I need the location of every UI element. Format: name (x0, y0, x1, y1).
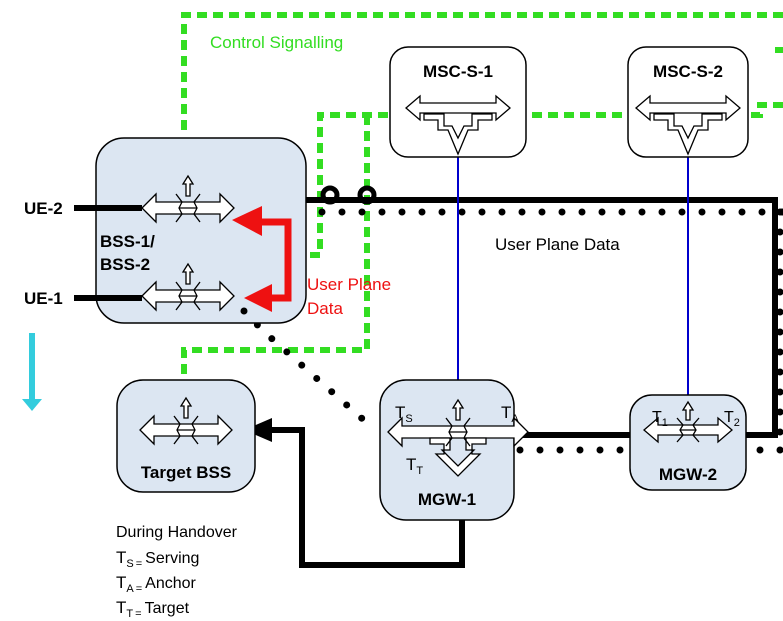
legend-item-anchor: TA=Anchor (116, 573, 197, 595)
user-plane-red-label-line2: Data (307, 299, 343, 318)
target-bss-node: Target BSS (116, 379, 256, 493)
control-signalling-label: Control Signalling (210, 33, 343, 52)
msc2-label: MSC-S-2 (653, 62, 723, 81)
mgw2-label: MGW-2 (659, 465, 717, 484)
bss-dot (240, 307, 248, 315)
user-plane-red-label-line1: User Plane (307, 275, 391, 294)
legend-heading: During Handover (116, 524, 238, 541)
legend-item-target: TT=Target (116, 598, 190, 620)
user-plane-data-label: User Plane Data (495, 235, 620, 254)
crossing-marker-2 (357, 185, 377, 205)
user-plane-solid-paths (240, 197, 778, 568)
t1-label: T1 (652, 409, 668, 429)
target-bss-arrowhead (244, 418, 272, 442)
bss12-label-line2: BSS-2 (100, 255, 150, 274)
mgw1-node: MGW-1 TS TA TT (379, 379, 529, 521)
legend-item-serving: TS=Serving (116, 548, 199, 570)
ts-label: TS (395, 403, 413, 425)
bss12-label-line1: BSS-1/ (100, 232, 155, 251)
bss12-node: BSS-1/ BSS-2 (95, 137, 307, 324)
msc1-label: MSC-S-1 (423, 62, 493, 81)
red-user-plane-arrow (232, 206, 292, 312)
msc1-node: MSC-S-1 (389, 46, 527, 158)
ue1-label: UE-1 (24, 289, 63, 308)
t2-label: T2 (724, 409, 740, 429)
ta-label: TA (501, 403, 519, 425)
msc2-node: MSC-S-2 (627, 46, 749, 158)
tt-label: TT (406, 455, 423, 477)
mgw2-node: MGW-2 T1 T2 (629, 394, 747, 491)
mgw1-label: MGW-1 (418, 490, 476, 509)
crossing-marker-1 (320, 185, 340, 205)
target-bss-label: Target BSS (141, 463, 231, 482)
time-down-arrow-icon (22, 333, 42, 411)
ue2-label: UE-2 (24, 199, 63, 218)
handover-legend: During Handover TS=Serving TA=Anchor TT=… (116, 524, 238, 620)
